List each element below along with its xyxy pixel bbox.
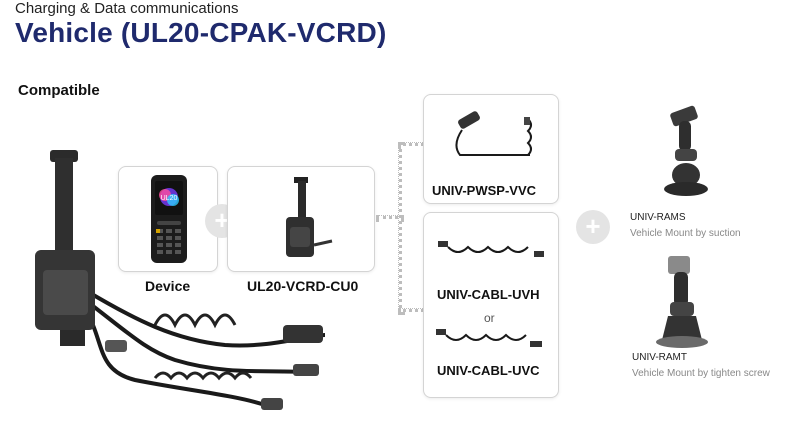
- cable-uvc-image: [436, 329, 542, 347]
- section-label: Compatible: [18, 82, 100, 99]
- title-main: Vehicle: [15, 17, 113, 48]
- page-title: Vehicle (UL20-CPAK-VCRD): [15, 17, 386, 49]
- title-code: (UL20-CPAK-VCRD): [120, 17, 387, 48]
- or-text: or: [484, 311, 495, 325]
- screw-mount-image: [656, 256, 708, 348]
- power-cable-label: UNIV-PWSP-VVC: [432, 183, 537, 198]
- cradle-label: UL20-VCRD-CU0: [247, 278, 359, 294]
- device-image: UL20: [151, 175, 187, 263]
- page-subtitle: Charging & Data communications: [15, 0, 239, 17]
- device-label: Device: [145, 278, 191, 294]
- connector-line: [376, 215, 404, 219]
- mount-name: UNIV-RAMS: [630, 212, 686, 223]
- vehicle-kit-illustration: [35, 150, 325, 410]
- power-cable-image: [455, 111, 532, 156]
- data-cable-card: UNIV-CABL-UVH or UNIV-CABL-UVC: [423, 212, 559, 398]
- mount-description: Vehicle Mount by suction: [630, 228, 741, 239]
- cable-uvh-image: [438, 241, 544, 257]
- mount-description: Vehicle Mount by tighten screw: [632, 368, 770, 379]
- device-card: UL20: [118, 166, 218, 272]
- cradle-image: [286, 177, 333, 257]
- cradle-card: [227, 166, 375, 272]
- cable-uvh-label: UNIV-CABL-UVH: [437, 287, 540, 302]
- mount-name: UNIV-RAMT: [632, 352, 687, 363]
- suction-mount-image: [664, 105, 708, 196]
- device-screen-text: UL20: [161, 195, 178, 202]
- connector-line: [398, 142, 402, 315]
- cable-uvc-label: UNIV-CABL-UVC: [437, 363, 540, 378]
- power-cable-card: UNIV-PWSP-VVC: [423, 94, 559, 204]
- plus-icon: +: [576, 210, 610, 244]
